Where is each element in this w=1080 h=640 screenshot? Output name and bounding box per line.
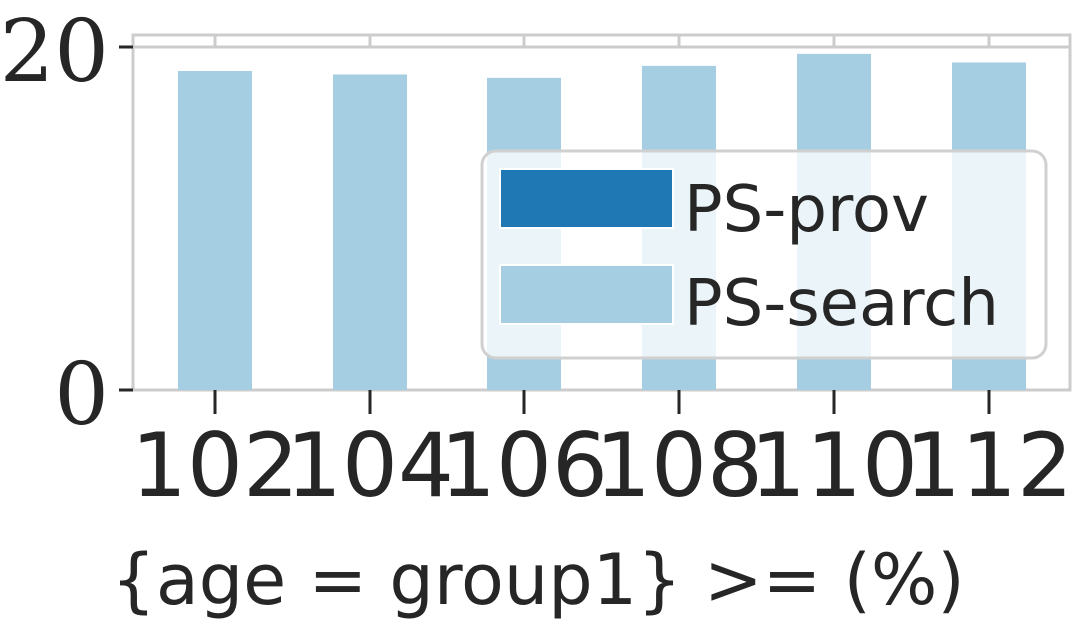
legend: PS-prov PS-search xyxy=(480,149,1048,360)
legend-label-ps-prov: PS-prov xyxy=(684,173,929,247)
legend-swatch-ps-search xyxy=(499,264,674,325)
legend-label-ps-search: PS-search xyxy=(684,267,999,341)
y-tick-label-20: 20 xyxy=(0,2,109,102)
y-axis: 0 20 xyxy=(0,2,1070,445)
legend-swatch-ps-prov xyxy=(499,168,674,229)
bar-ps-search-102 xyxy=(178,71,252,390)
x-tick-label-104: 104 xyxy=(286,414,454,517)
y-tick-label-0: 0 xyxy=(54,345,109,445)
x-tick-label-110: 110 xyxy=(750,414,918,517)
x-tick-label-102: 102 xyxy=(131,414,299,517)
bar-ps-search-104 xyxy=(333,74,407,390)
x-tick-label-106: 106 xyxy=(440,414,608,517)
x-tick-label-112: 112 xyxy=(905,414,1073,517)
x-axis-title: {age = group1} >= (%) xyxy=(111,539,964,621)
x-tick-label-108: 108 xyxy=(595,414,763,517)
